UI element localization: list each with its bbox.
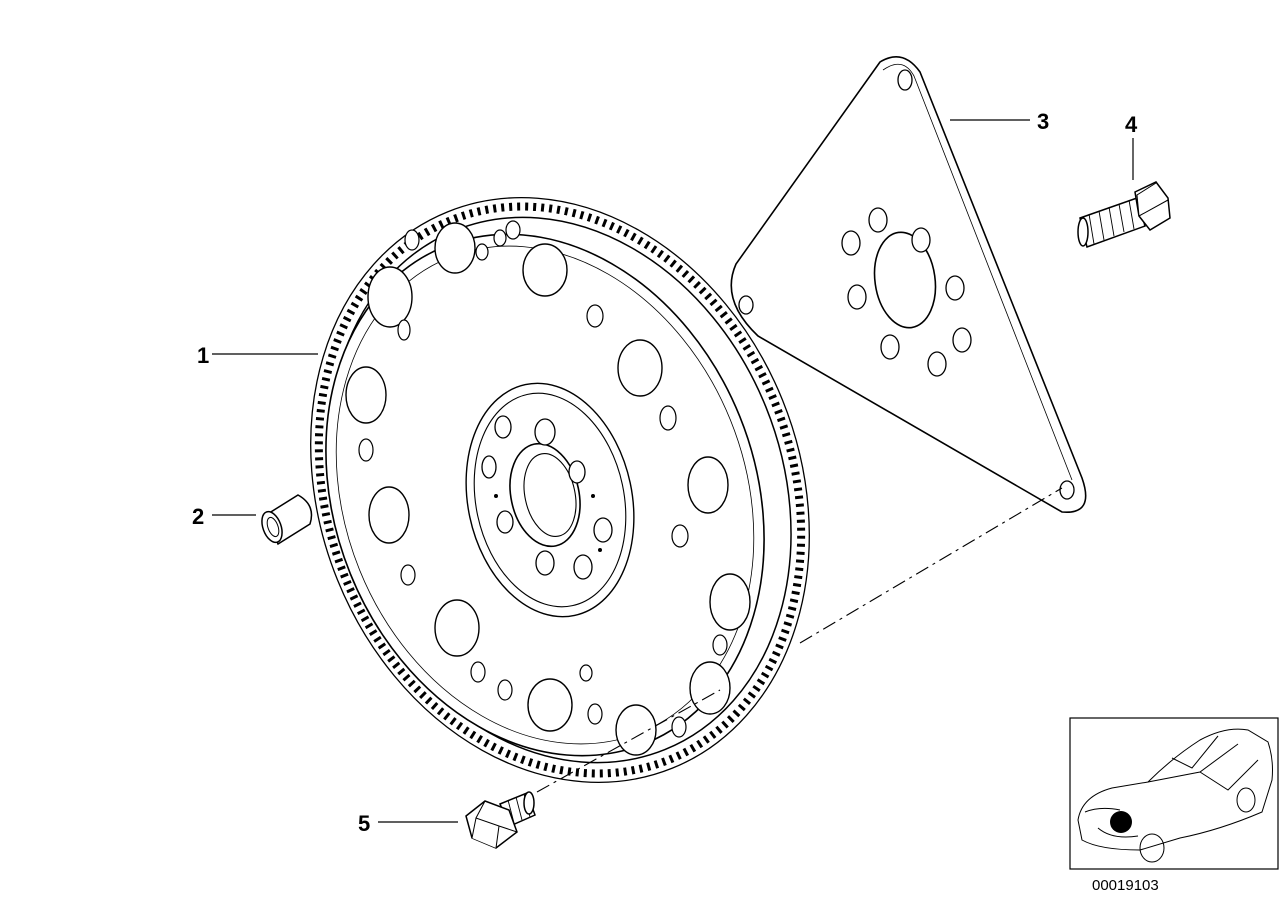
flywheel[interactable]: [225, 122, 895, 858]
flywheel-bolt[interactable]: [465, 791, 536, 849]
leader-lines: [212, 119, 1134, 823]
assembly-axis-lines: [536, 487, 1063, 793]
flywheel-outer-holes: [345, 222, 751, 756]
callout-1: 1: [197, 343, 209, 368]
sleeve[interactable]: [258, 494, 313, 546]
car-outline: [1077, 728, 1273, 863]
callout-3: 3: [1037, 109, 1049, 134]
callout-2: 2: [192, 504, 204, 529]
flywheel-hub-holes: [481, 415, 613, 580]
drive-plate-holes: [841, 207, 972, 377]
flywheel-center-bore: [509, 442, 581, 548]
callout-4: 4: [1125, 112, 1138, 137]
callout-5: 5: [358, 811, 370, 836]
plate-bolt[interactable]: [1077, 181, 1171, 248]
locator-marker: [1110, 811, 1132, 833]
drive-plate-center-bore: [873, 231, 937, 329]
flywheel-teeth: [314, 202, 806, 778]
locator-inset[interactable]: [1069, 717, 1279, 870]
reference-number: 00019103: [1092, 877, 1159, 894]
drive-plate[interactable]: [730, 56, 1087, 513]
